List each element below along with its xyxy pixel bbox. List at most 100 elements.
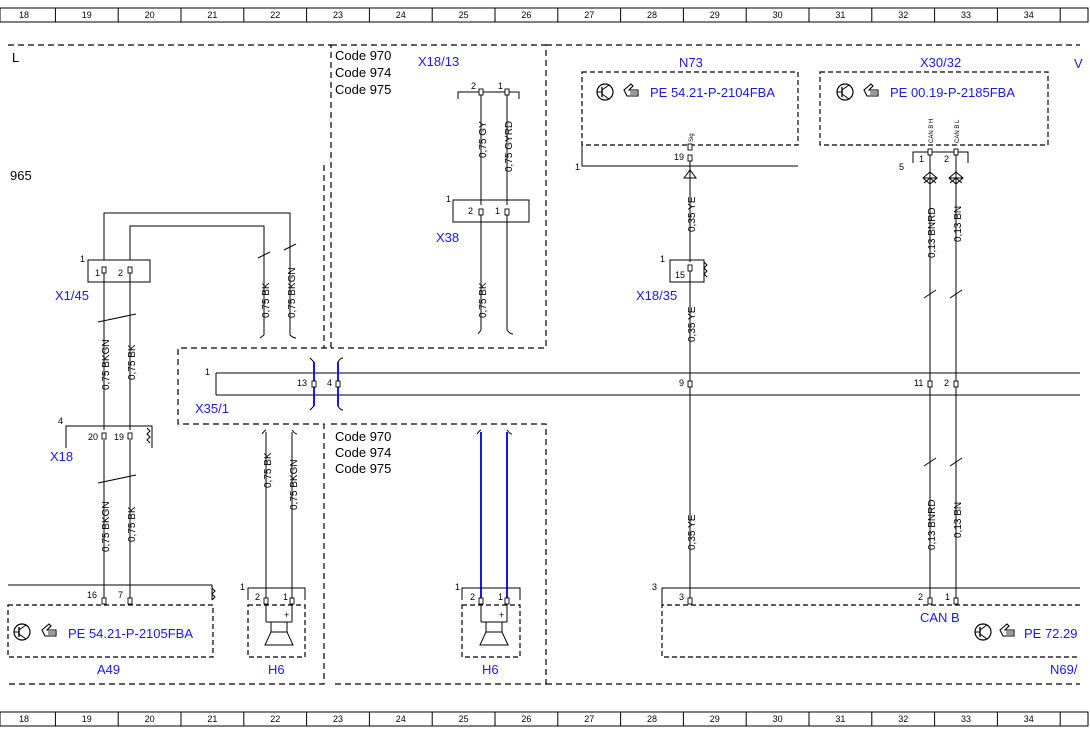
svg-text:+: + (499, 610, 504, 620)
ruler-number: 21 (207, 10, 217, 20)
svg-text:1: 1 (205, 367, 210, 377)
n73-reference: PE 54.21-P-2104FBA (650, 85, 775, 100)
ruler-number: 18 (19, 714, 29, 724)
connector-x38: 1 2 1 X38 0,75 BK (436, 194, 530, 335)
svg-text:0,75 BK: 0,75 BK (127, 344, 138, 380)
ruler-number: 30 (773, 714, 783, 724)
svg-text:0,75 BKGN: 0,75 BKGN (101, 339, 112, 390)
svg-text:2: 2 (471, 81, 476, 91)
ruler-number: 24 (396, 714, 406, 724)
ruler-number: 27 (584, 714, 594, 724)
x18-label: X18 (50, 449, 73, 464)
x30-32-label: X30/32 (920, 55, 961, 70)
svg-text:2: 2 (468, 206, 473, 216)
ruler-number: 20 (145, 10, 155, 20)
ruler-number: 29 (710, 10, 720, 20)
n69-reference: PE 72.29 (1024, 626, 1078, 641)
svg-text:1: 1 (455, 582, 460, 592)
ruler-number: 18 (19, 10, 29, 20)
x38-label: X38 (436, 230, 459, 245)
connector-x18: 4 20 19 X18 0,75 BKGN 0,75 BK (50, 416, 153, 598)
code-block-top: Code 970 Code 974 Code 975 (335, 48, 391, 97)
ruler-number: 33 (961, 10, 971, 20)
svg-text:CAN B H: CAN B H (929, 119, 935, 143)
connector-x18-35: 1 15 X18/35 0,35 YE 0,35 YE (636, 254, 708, 598)
svg-text:1: 1 (498, 592, 503, 602)
svg-text:2: 2 (944, 154, 949, 164)
ruler-number: 19 (82, 10, 92, 20)
svg-text:1: 1 (945, 592, 950, 602)
ruler-number: 26 (521, 10, 531, 20)
svg-text:0,75 GYRD: 0,75 GYRD (504, 121, 515, 172)
svg-text:5: 5 (899, 162, 904, 172)
svg-text:1: 1 (575, 162, 580, 172)
svg-text:13: 13 (297, 378, 307, 388)
ruler-number: 25 (459, 714, 469, 724)
svg-text:15: 15 (675, 270, 685, 280)
ruler-number: 27 (584, 10, 594, 20)
svg-text:0,75 BK: 0,75 BK (261, 282, 272, 318)
ruler-number: 20 (145, 714, 155, 724)
ruler-number: 28 (647, 10, 657, 20)
can-b-label: CAN B (920, 610, 960, 625)
svg-text:7: 7 (118, 590, 123, 600)
ruler-number: 24 (396, 10, 406, 20)
svg-text:0,75 GY: 0,75 GY (478, 121, 489, 158)
x1-45-label: X1/45 (55, 288, 89, 303)
svg-text:0,13 BNRD: 0,13 BNRD (927, 207, 938, 258)
ruler-number: 28 (647, 714, 657, 724)
component-x30-32: X30/32 PE 00.19-P-2185FBA CAN B H CAN B … (819, 55, 1049, 598)
svg-text:0,35 YE: 0,35 YE (687, 514, 698, 550)
svg-text:1: 1 (660, 254, 665, 264)
svg-text:20: 20 (88, 432, 98, 442)
n73-label: N73 (679, 55, 703, 70)
svg-text:0,13 BN: 0,13 BN (953, 502, 964, 538)
ruler-number: 19 (82, 714, 92, 724)
component-n69: 3 3 2 1 CAN B PE 72.29 N69/ (652, 582, 1080, 677)
code-top-1: Code 970 (335, 48, 391, 63)
svg-text:1: 1 (80, 254, 85, 264)
x30-32-reference: PE 00.19-P-2185FBA (890, 85, 1015, 100)
ruler-number: 22 (270, 10, 280, 20)
x35-1-label: X35/1 (195, 401, 229, 416)
connector-x18-13: X18/13 2 1 0,75 GY 0,75 GYRD (418, 54, 520, 205)
ruler-number: 23 (333, 714, 343, 724)
svg-text:2: 2 (255, 592, 260, 602)
svg-text:0,75 BKGN: 0,75 BKGN (101, 501, 112, 552)
svg-text:11: 11 (914, 378, 923, 388)
svg-text:0,75 BK: 0,75 BK (478, 282, 489, 318)
svg-text:19: 19 (674, 152, 684, 162)
component-h6-middle: 1 2 1 + H6 (455, 429, 521, 677)
component-n73: N73 PE 54.21-P-2104FBA Sig 1 19 0,35 YE (575, 55, 799, 262)
svg-text:0,75 BK: 0,75 BK (263, 452, 274, 488)
svg-text:0,75 BKGN: 0,75 BKGN (287, 267, 298, 318)
ruler-number: 30 (773, 10, 783, 20)
h6-left-label: H6 (268, 662, 285, 677)
svg-text:0,13 BN: 0,13 BN (953, 206, 964, 242)
svg-text:4: 4 (327, 378, 332, 388)
code-top-3: Code 975 (335, 82, 391, 97)
code-block-mid: Code 970 Code 974 Code 975 (335, 429, 391, 476)
svg-text:1: 1 (95, 268, 100, 278)
svg-text:0,35 YE: 0,35 YE (687, 196, 698, 232)
svg-text:CAN B L: CAN B L (955, 119, 961, 143)
h6-middle-label: H6 (482, 662, 499, 677)
fragment-965: 965 (10, 168, 32, 183)
ruler-number: 21 (207, 714, 217, 724)
ruler-number: 29 (710, 714, 720, 724)
svg-text:+: + (284, 610, 289, 620)
ruler-number: 33 (961, 714, 971, 724)
x18-13-label: X18/13 (418, 54, 459, 69)
ruler-number: 23 (333, 10, 343, 20)
svg-text:3: 3 (679, 592, 684, 602)
svg-text:0,35 YE: 0,35 YE (687, 306, 698, 342)
fragment-v: V (1074, 56, 1083, 71)
ruler-number: 25 (459, 10, 469, 20)
ruler-number: 26 (521, 714, 531, 724)
svg-text:1: 1 (446, 194, 451, 204)
svg-text:2: 2 (470, 592, 475, 602)
svg-text:19: 19 (114, 432, 124, 442)
svg-text:Sig: Sig (689, 133, 695, 142)
